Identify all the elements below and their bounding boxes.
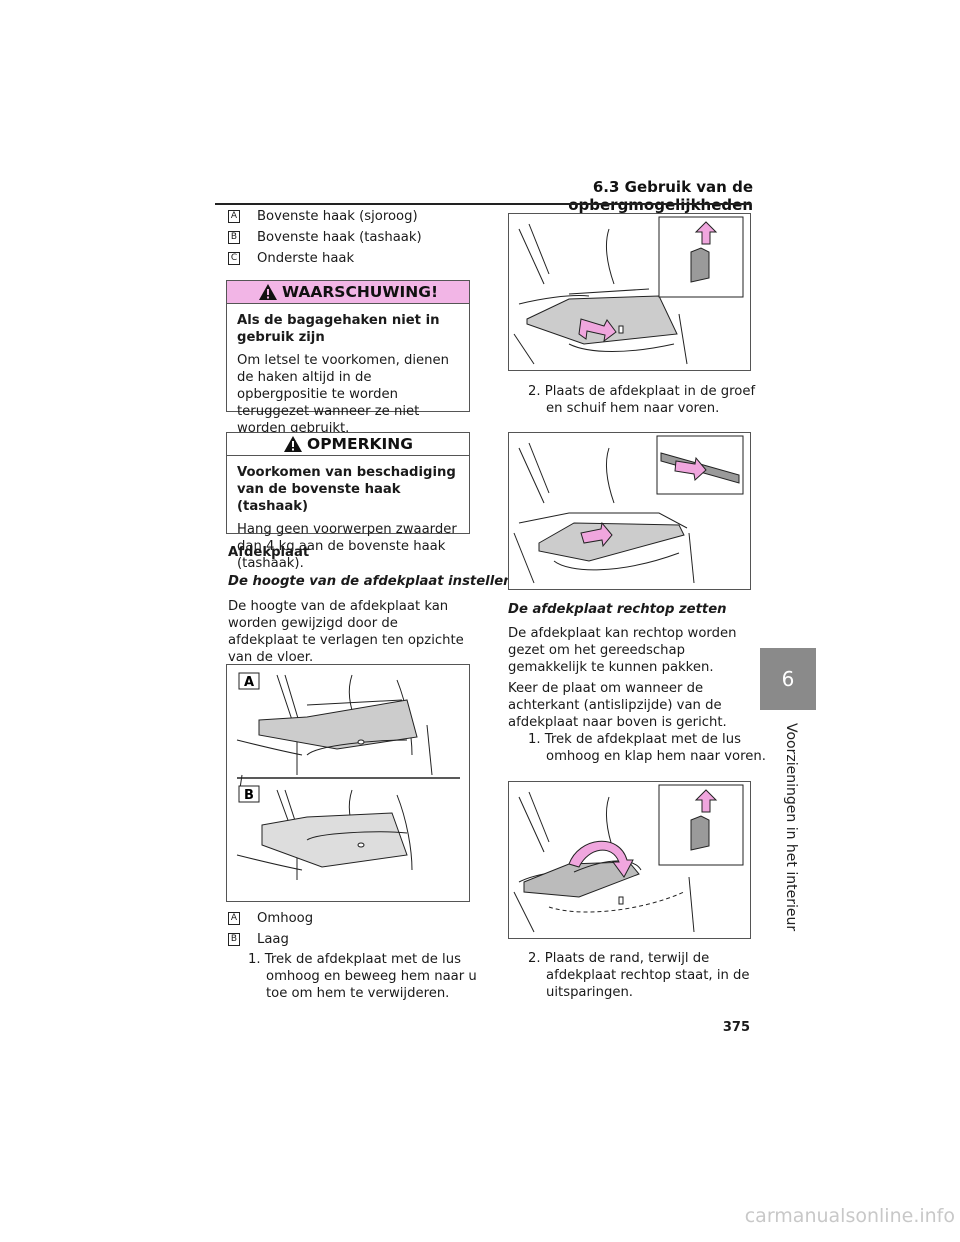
legend-item-up: A Omhoog bbox=[228, 908, 468, 929]
chapter-number: 6 bbox=[781, 667, 795, 691]
warning-title: WAARSCHUWING! bbox=[281, 282, 439, 301]
up-arrow-icon bbox=[694, 789, 718, 813]
upright-paragraph-1: De afdekplaat kan rechtop worden gezet o… bbox=[508, 626, 737, 675]
subheading-height: De hoogte van de afdekplaat instellen bbox=[228, 574, 513, 589]
step-1-fold: 1. Trek de afdekplaat met de lus omhoog … bbox=[528, 732, 766, 764]
watermark: carmanualsonline.info bbox=[744, 1205, 955, 1227]
fold-cover-illustration bbox=[513, 784, 744, 933]
legend-text: Omhoog bbox=[257, 911, 314, 926]
warning-text: Om letsel te voorkomen, dienen de haken … bbox=[237, 353, 449, 436]
section-heading-afdekplaat: Afdekplaat bbox=[228, 545, 310, 560]
figure-cover-height: A B bbox=[226, 664, 470, 902]
legend-text: Laag bbox=[257, 932, 289, 947]
legend-key: B bbox=[228, 231, 240, 244]
figure-label-b: B bbox=[244, 788, 254, 803]
legend-text: Onderste haak bbox=[257, 251, 355, 266]
cover-height-illustration: A B bbox=[236, 672, 460, 880]
step-1-remove: 1. Trek de afdekplaat met de lus omhoog … bbox=[248, 952, 477, 1001]
notice-title: OPMERKING bbox=[307, 434, 413, 453]
figure-slide-cover bbox=[508, 432, 751, 590]
legend-item-low: B Laag bbox=[228, 929, 468, 950]
notice-box: OPMERKING Voorkomen van beschadiging van… bbox=[226, 432, 470, 571]
legend-item-a: A Bovenste haak (sjoroog) bbox=[228, 206, 468, 227]
legend-key: B bbox=[228, 933, 240, 946]
legend-text: Bovenste haak (tashaak) bbox=[257, 230, 422, 245]
step-2-place: 2. Plaats de afdekplaat in de groef en s… bbox=[528, 384, 756, 416]
notice-header: OPMERKING bbox=[227, 433, 469, 456]
legend-item-b: B Bovenste haak (tashaak) bbox=[228, 227, 468, 248]
hook-legend: A Bovenste haak (sjoroog) B Bovenste haa… bbox=[228, 206, 468, 269]
subheading-upright: De afdekplaat rechtop zetten bbox=[508, 602, 727, 617]
chapter-label: Voorzieningen in het interieur bbox=[783, 723, 799, 932]
upright-paragraph-2: Keer de plaat om wanneer de achterkant (… bbox=[508, 681, 727, 730]
notice-subtitle: Voorkomen van beschadiging van de bovens… bbox=[237, 465, 456, 514]
remove-cover-illustration bbox=[513, 216, 744, 365]
header-divider bbox=[215, 203, 751, 205]
figure-fold-cover bbox=[508, 781, 751, 939]
warning-triangle-icon bbox=[284, 436, 303, 452]
warning-header: WAARSCHUWING! bbox=[227, 281, 469, 304]
legend-text: Bovenste haak (sjoroog) bbox=[257, 209, 418, 224]
legend-key: A bbox=[228, 912, 240, 925]
warning-box: WAARSCHUWING! Als de bagagehaken niet in… bbox=[226, 280, 470, 436]
warning-triangle-icon bbox=[258, 284, 277, 300]
warning-subtitle: Als de bagagehaken niet in gebruik zijn bbox=[237, 313, 440, 345]
legend-key: A bbox=[228, 210, 240, 223]
legend-item-c: C Onderste haak bbox=[228, 248, 468, 269]
legend-key: C bbox=[228, 252, 240, 265]
slide-cover-illustration bbox=[513, 435, 744, 584]
figure-remove-cover bbox=[508, 213, 751, 371]
figure-label-a: A bbox=[244, 675, 254, 690]
page-number: 375 bbox=[722, 1020, 750, 1035]
height-legend: A Omhoog B Laag bbox=[228, 908, 468, 950]
section-title: 6.3 Gebruik van de opbergmogelijkheden bbox=[568, 178, 753, 214]
height-paragraph: De hoogte van de afdekplaat kan worden g… bbox=[228, 599, 464, 665]
notice-text: Hang geen voorwerpen zwaarder dan 4 kg a… bbox=[237, 522, 457, 571]
up-arrow-icon bbox=[694, 221, 718, 245]
step-2-upright: 2. Plaats de rand, terwijl de afdekplaat… bbox=[528, 951, 750, 1000]
chapter-tab: 6 bbox=[760, 648, 816, 710]
